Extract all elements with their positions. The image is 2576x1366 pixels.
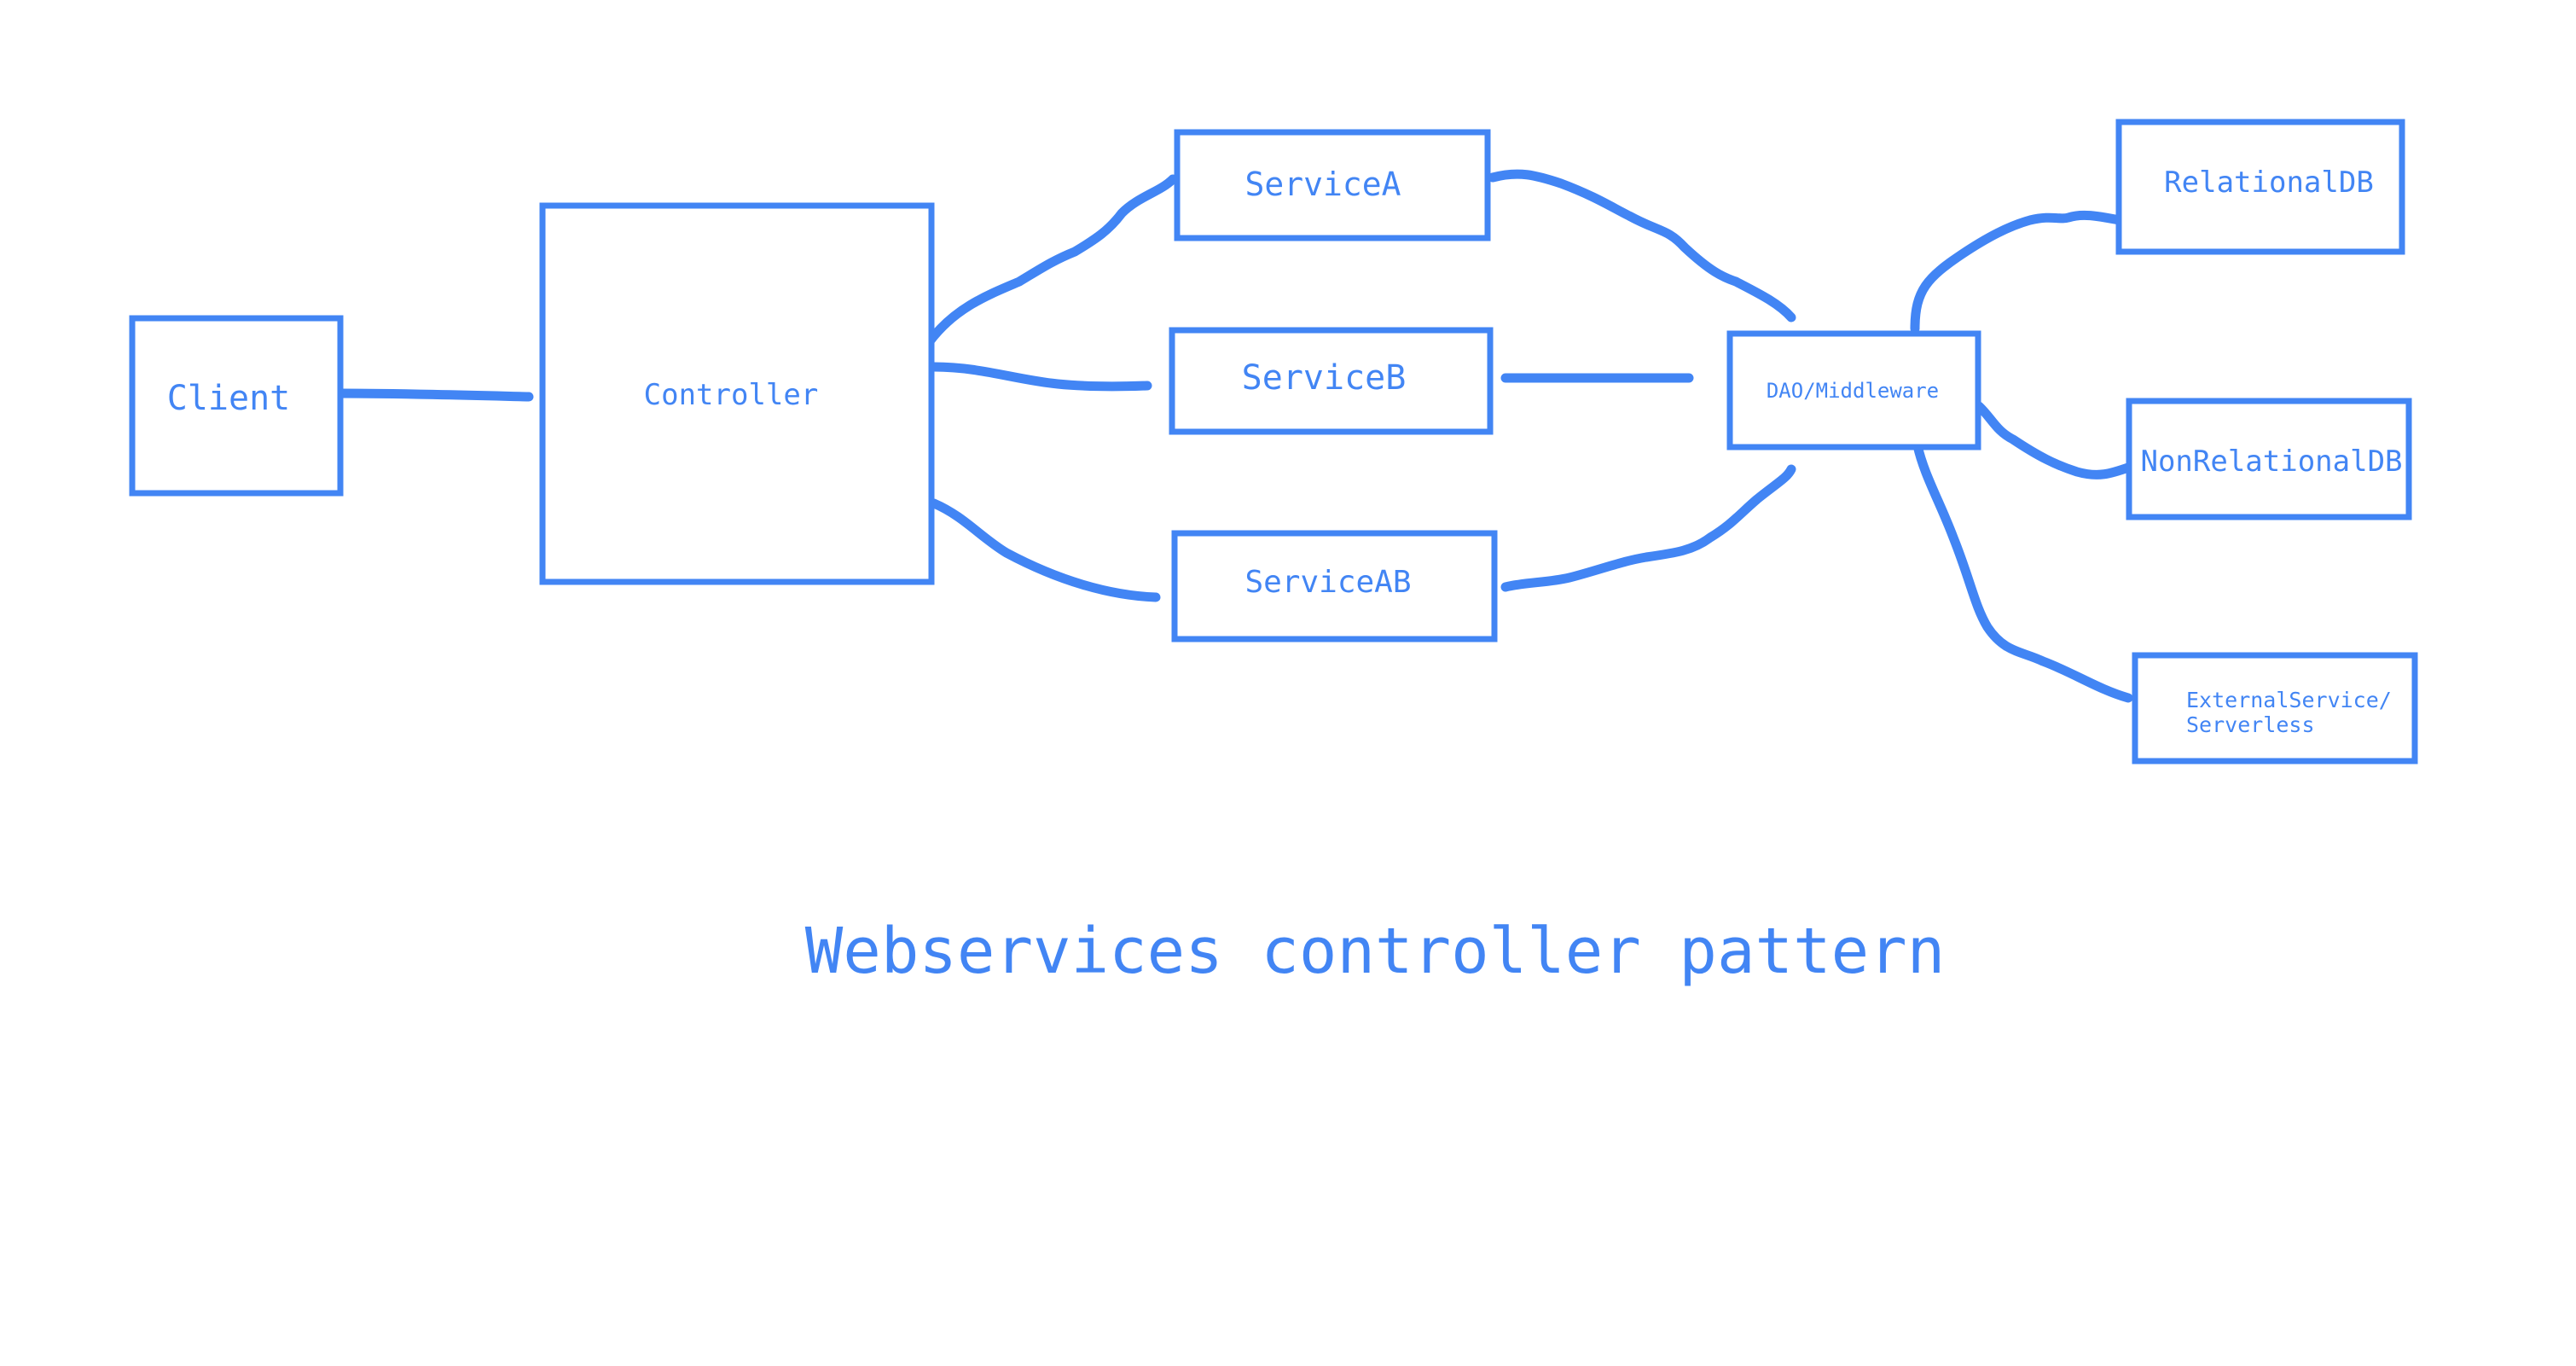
node-dao-middleware: DAO/Middleware [1726,330,1981,450]
node-controller-box [539,202,935,585]
node-controller-label: Controller [644,378,819,412]
edge-dao-nonrelationaldb [1974,401,2133,480]
node-non-relational-db-box [2126,398,2412,520]
edge-servicea-dao [1488,169,1796,323]
node-client-box [129,315,344,497]
edge-dao-relationaldb [1910,210,2133,334]
node-external-service-label-line2: Serverless [2186,712,2315,737]
node-relational-db-label: RelationalDB [2164,166,2374,200]
node-non-relational-db-label: NonRelationalDB [2140,445,2402,479]
node-external-service-label-line1: ExternalService/ [2186,688,2392,712]
node-external-service-box [2132,652,2418,764]
node-client-label: Client [167,379,291,418]
edge-dao-externalservice [1912,440,2133,703]
node-relational-db-box [2115,119,2405,255]
edge-controller-serviceab [929,498,1161,602]
node-service-b-label: ServiceB [1242,358,1407,398]
node-service-ab-label: ServiceAB [1244,565,1411,600]
node-service-a-label: ServiceA [1244,166,1401,203]
edge-serviceab-dao [1500,464,1796,592]
node-dao-middleware-box [1726,330,1981,450]
node-service-ab: ServiceAB [1171,530,1498,642]
diagram-title: Webservices controller pattern [805,915,1946,988]
node-dao-middleware-label: DAO/Middleware [1767,379,1939,403]
node-service-ab-box [1171,530,1498,642]
edge-controller-serviceb [929,362,1152,392]
node-controller: Controller [539,202,935,585]
node-service-a: ServiceA [1174,129,1491,241]
diagram-edges [334,169,2133,703]
node-relational-db: RelationalDB [2115,119,2405,255]
node-external-service: ExternalService/ Serverless [2132,652,2418,764]
node-service-b-box [1169,327,1494,435]
node-client: Client [129,315,344,497]
node-non-relational-db: NonRelationalDB [2126,398,2412,520]
node-service-a-box [1174,129,1491,241]
node-service-b: ServiceB [1169,327,1494,435]
edge-controller-servicea [925,174,1178,346]
edge-client-controller [334,388,534,402]
